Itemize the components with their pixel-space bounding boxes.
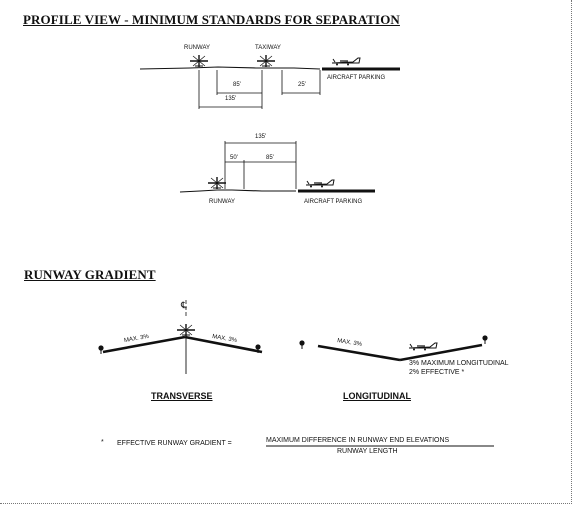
longitudinal-note-line2: 2% EFFECTIVE * [409,369,465,376]
dimension-85ft-2: 85' [265,155,275,161]
aircraft-parking-label: AIRCRAFT PARKING [327,75,386,81]
transverse-gradient-diagram [97,300,263,374]
taxiway-label: TAXIWAY [255,45,281,51]
runway-aircraft-icon [189,54,209,68]
dimension-135ft-2: 135' [254,134,268,140]
dimension-85ft: 85' [232,82,242,88]
formula-numerator: MAXIMUM DIFFERENCE IN RUNWAY END ELEVATI… [266,437,450,444]
separation-diagram-2 [179,141,375,193]
centerline-symbol: ℄ [181,300,187,310]
longitudinal-gradient-diagram [298,334,489,362]
dimension-25ft: 25' [297,82,307,88]
aircraft-parking-label-2: AIRCRAFT PARKING [304,199,363,205]
profile-view-title: PROFILE VIEW - MINIMUM STANDARDS FOR SEP… [23,12,400,27]
longitudinal-caption: LONGITUDINAL [343,391,411,401]
tree-icon-left [97,344,105,355]
formula-bullet: * [101,439,104,446]
runway-aircraft-icon-2 [207,176,227,190]
dimension-50ft: 50' [229,155,239,161]
transverse-aircraft-icon [176,323,196,337]
transverse-caption: TRANSVERSE [151,391,213,401]
dimension-135ft: 135' [224,96,238,102]
runway-label-2: RUNWAY [209,199,235,205]
parked-aircraft-icon [331,57,361,67]
formula-denominator: RUNWAY LENGTH [337,448,398,455]
tree-icon-right-2 [481,334,489,345]
formula-lhs: EFFECTIVE RUNWAY GRADIENT = [117,440,232,447]
separation-diagram-1 [139,54,400,109]
parked-aircraft-icon-2 [305,179,335,189]
runway-gradient-title: RUNWAY GRADIENT [24,267,156,282]
longitudinal-aircraft-icon [408,342,438,352]
tree-icon-left-2 [298,339,306,350]
longitudinal-note-line1: 3% MAXIMUM LONGITUDINAL [409,360,509,367]
runway-label: RUNWAY [184,45,210,51]
taxiway-aircraft-icon [256,54,276,68]
